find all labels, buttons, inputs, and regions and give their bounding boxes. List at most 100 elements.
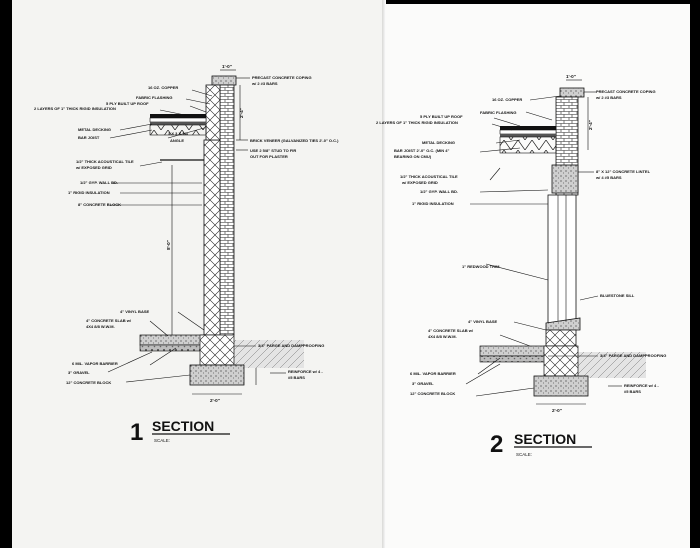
- label-decking: METAL DECKING: [422, 140, 455, 145]
- dimension-top: 1'-0": [566, 74, 576, 79]
- section-1-drawing: 1'-0" 2'-4" 8'-0" 2'-0": [34, 64, 339, 446]
- label-fabric: FABRIC FLASHING: [136, 95, 172, 100]
- label-tile: 1/2" THICK ACOUSTICAL TILE: [76, 159, 134, 164]
- label-slab: 4" CONCRETE SLAB w/: [86, 318, 132, 323]
- label-vapor: 6 MIL. VAPOR BARRIER: [410, 371, 456, 376]
- label-tile: 1/2" THICK ACOUSTICAL TILE: [400, 174, 458, 179]
- concrete-lintel: [551, 164, 579, 194]
- concrete-slab: [479, 345, 547, 357]
- label-roof: 5 PLY BUILT UP ROOF: [420, 114, 463, 119]
- dimension-footing: 2'-0": [210, 398, 220, 403]
- label-block: 8" CONCRETE BLOCK: [78, 202, 121, 207]
- rigid-insulation-layer: [499, 129, 557, 135]
- concrete-block-wall: [203, 139, 221, 336]
- section-2-scale: SCALE:: [516, 452, 532, 457]
- precast-coping: [211, 75, 237, 86]
- label-reinforce: REINFORCE w/ 4 -: [624, 383, 659, 388]
- dimension-side: 2'-4": [239, 108, 244, 118]
- label-roof: 5 PLY BUILT UP ROOF: [106, 101, 149, 106]
- section-1-leaders: [107, 77, 286, 383]
- gravel-bed: [139, 344, 205, 352]
- earth-fill: [234, 340, 304, 368]
- label-insulation-layers: 2 LAYERS OF 1" THICK RIGID INSULATION: [376, 120, 458, 125]
- label-tile-2: w/ EXPOSED GRID: [401, 180, 438, 185]
- metal-decking: [150, 122, 206, 125]
- label-copper: 16 OZ. COPPER: [148, 85, 178, 90]
- drawing-sheet-right: [384, 4, 690, 548]
- drawing-sheet-left: [12, 0, 384, 548]
- section-2-leaders: [465, 91, 622, 397]
- label-gyp: 1/2" GYP. WALL BD.: [420, 189, 458, 194]
- label-coping: PRECAST CONCRETE COPING: [596, 89, 656, 94]
- rigid-insulation-layer: [149, 117, 207, 123]
- label-fabric: FABRIC FLASHING: [480, 110, 516, 115]
- masonry-wall-lower: [545, 329, 577, 347]
- label-lintel-2: w/ 4 #5 BARS: [595, 175, 622, 180]
- brick-veneer: [219, 84, 235, 336]
- label-slab: 4" CONCRETE SLAB w/: [428, 328, 474, 333]
- section-2-number: 2: [490, 431, 503, 458]
- section-2-drawing: 1'-0" 2'-4" 2'-0": [376, 74, 666, 458]
- label-conc-block: 12" CONCRETE BLOCK: [410, 391, 455, 396]
- label-copper: 16 OZ. COPPER: [492, 97, 522, 102]
- earth-fill: [576, 352, 646, 378]
- label-angle: ANGLE: [170, 138, 184, 143]
- label-coping-bars: w/ 2 #3 BARS: [595, 95, 622, 100]
- label-reinforce: REINFORCE w/ 4 -: [288, 369, 323, 374]
- label-reinforce-2: #5 BARS: [624, 389, 641, 394]
- label-gravel: 3" GRAVEL: [412, 381, 434, 386]
- precast-coping: [559, 87, 585, 98]
- label-stud-2: OUT FOR PLASTER: [250, 154, 288, 159]
- label-vinyl: 4" VINYL BASE: [468, 319, 497, 324]
- section-1-title: SECTION: [152, 418, 214, 434]
- label-gyp: 1/2" GYP. WALL BD.: [80, 180, 118, 185]
- label-coping: PRECAST CONCRETE COPING: [252, 75, 312, 80]
- bar-joist: [499, 136, 557, 154]
- label-rigid: 1" RIGID INSULATION: [412, 201, 454, 206]
- metal-decking: [500, 134, 556, 137]
- label-conc-block: 12" CONCRETE BLOCK: [66, 380, 111, 385]
- foundation-block: [543, 345, 579, 377]
- window-opening: [547, 194, 577, 324]
- built-up-roof: [150, 114, 206, 118]
- label-coping-bars: w/ 2 #3 BARS: [251, 81, 278, 86]
- footing: [533, 375, 589, 397]
- label-trim: 1" REDWOOD TRIM: [462, 264, 500, 269]
- label-joist: BAR JOIST: [78, 135, 100, 140]
- label-sill: BLUESTONE SILL: [600, 293, 635, 298]
- label-decking: METAL DECKING: [78, 127, 111, 132]
- dimension-height: 8'-0": [166, 240, 171, 250]
- label-joist-2: BEARING ON CMU): [394, 154, 432, 159]
- label-slab-2: 4X4 8/8 W.W.M.: [428, 334, 457, 339]
- dimension-footing: 2'-0": [552, 408, 562, 413]
- dimension-top: 1'-0": [222, 64, 232, 69]
- foundation-block: [199, 334, 235, 366]
- label-tile-2: w/ EXPOSED GRID: [75, 165, 112, 170]
- label-gravel: 3" GRAVEL: [68, 370, 90, 375]
- parapet-block: [205, 84, 221, 141]
- label-parge: 3/4" PARGE AND DAMPPROOFING: [258, 343, 324, 348]
- label-parge: 3/4" PARGE AND DAMPPROOFING: [600, 353, 666, 358]
- label-stud: USE 2 5/8" STUD TO FIR: [250, 148, 296, 153]
- section-2-title: SECTION: [514, 431, 576, 447]
- page-fold: [382, 0, 386, 548]
- gravel-bed: [479, 355, 547, 363]
- label-angle-size: 3 X 3 X 1/4: [168, 131, 189, 136]
- label-vapor: 6 MIL. VAPOR BARRIER: [72, 361, 118, 366]
- built-up-roof: [500, 126, 556, 130]
- section-1-scale: SCALE:: [154, 438, 170, 443]
- label-reinforce-2: #5 BARS: [288, 375, 305, 380]
- section-1-number: 1: [130, 419, 143, 446]
- label-slab-2: 4X4 8/8 W.W.M.: [86, 324, 115, 329]
- label-insulation-layers: 2 LAYERS OF 1" THICK RIGID INSULATION: [34, 106, 116, 111]
- label-lintel: 8" X 12" CONCRETE LINTEL: [596, 169, 651, 174]
- label-joist: BAR JOIST 2'-0" O.C. (MIN 4": [394, 148, 450, 153]
- label-vinyl: 4" VINYL BASE: [120, 309, 149, 314]
- bluestone-sill: [545, 317, 581, 331]
- label-veneer: BRICK VENEER (GALVANIZED TIES 2'-0" O.C.…: [250, 138, 339, 143]
- label-rigid: 1" RIGID INSULATION: [68, 190, 110, 195]
- concrete-slab: [139, 334, 205, 346]
- dimension-side: 2'-4": [588, 120, 593, 130]
- footing: [189, 364, 245, 386]
